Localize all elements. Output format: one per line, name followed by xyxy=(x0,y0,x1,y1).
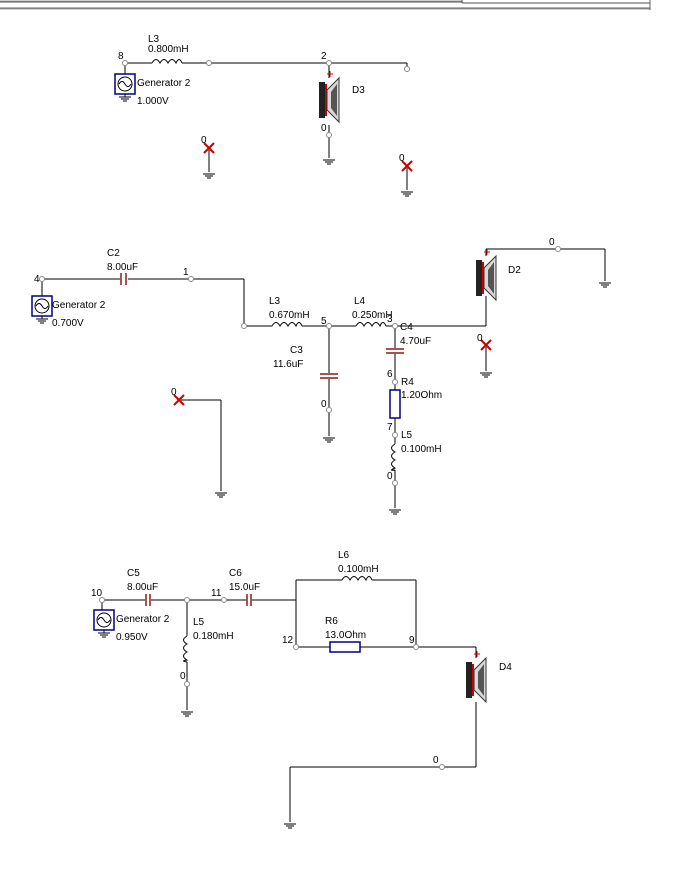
capacitor-c6[interactable] xyxy=(246,594,252,606)
c5-name: C5 xyxy=(127,568,140,579)
generator-value: 0.700V xyxy=(52,318,84,329)
generator-name: Generator 2 xyxy=(52,300,106,311)
inductor-l5[interactable] xyxy=(183,635,189,663)
resistor-r6[interactable] xyxy=(329,641,361,653)
circuit-1: L3 0.800mH 8 2 Generator 2 1.000V D3 0 0… xyxy=(114,34,414,197)
speaker-d3-label: D3 xyxy=(352,85,365,96)
node-0: 0 xyxy=(433,755,439,766)
node-2: 2 xyxy=(321,51,327,62)
ground-icon xyxy=(283,823,297,829)
circuit-2: C2 8.00uF 4 1 Generator 2 0.700V L3 0.67… xyxy=(31,237,612,515)
c4-value: 4.70uF xyxy=(400,336,431,347)
node-0: 0 xyxy=(387,471,393,482)
c3-name: C3 xyxy=(290,345,303,356)
node-0: 0 xyxy=(477,333,483,344)
capacitor-c2[interactable] xyxy=(120,273,127,285)
r6-name: R6 xyxy=(325,616,338,627)
node-0: 0 xyxy=(171,387,177,398)
node-4: 4 xyxy=(34,274,40,285)
r6-value: 13.0Ohm xyxy=(325,630,366,641)
inductor-l3[interactable] xyxy=(151,59,183,65)
loudspeaker-icon[interactable] xyxy=(465,650,487,703)
ground-icon xyxy=(180,711,194,717)
node-10: 10 xyxy=(91,588,103,599)
generator-value: 0.950V xyxy=(116,632,148,643)
speaker-d2-label: D2 xyxy=(508,265,521,276)
l6-name: L6 xyxy=(338,550,350,561)
c2-value: 8.00uF xyxy=(107,262,138,273)
speaker-d4-label: D4 xyxy=(499,662,512,673)
ground-icon xyxy=(598,282,612,288)
l5-value: 0.100mH xyxy=(401,444,442,455)
l5-name: L5 xyxy=(401,430,413,441)
ac-source-icon[interactable] xyxy=(31,295,53,324)
node-0: 0 xyxy=(399,153,405,164)
ac-source-icon[interactable] xyxy=(93,609,115,638)
node-3: 3 xyxy=(387,314,393,325)
l3-value: 0.670mH xyxy=(269,310,310,321)
node-1: 1 xyxy=(183,267,189,278)
node-12: 12 xyxy=(282,635,294,646)
loudspeaker-icon[interactable] xyxy=(318,70,340,123)
l3-name: L3 xyxy=(148,34,160,45)
capacitor-c5[interactable] xyxy=(145,594,151,606)
l3-value: 0.800mH xyxy=(148,44,189,55)
node-7: 7 xyxy=(387,422,393,433)
l6-value: 0.100mH xyxy=(338,564,379,575)
capacitor-c4[interactable] xyxy=(386,348,404,354)
l5-name: L5 xyxy=(193,617,205,628)
capacitor-c3[interactable] xyxy=(320,373,338,379)
c6-name: C6 xyxy=(229,568,242,579)
l4-name: L4 xyxy=(354,296,366,307)
inductor-l5[interactable] xyxy=(391,443,397,471)
c4-name: C4 xyxy=(400,322,413,333)
ground-icon xyxy=(322,437,336,443)
ground-icon xyxy=(214,492,228,498)
c3-value: 11.6uF xyxy=(273,359,303,370)
generator-name: Generator 2 xyxy=(116,614,170,625)
ac-source-icon[interactable] xyxy=(114,73,136,102)
node-9: 9 xyxy=(409,635,415,646)
node-0: 0 xyxy=(321,399,327,410)
inductor-l4[interactable] xyxy=(355,322,387,328)
node-0: 0 xyxy=(549,237,555,248)
ground-icon xyxy=(388,509,402,515)
generator-value: 1.000V xyxy=(137,96,169,107)
node-0: 0 xyxy=(180,671,186,682)
circuit-3: 10 C5 8.00uF 11 C6 15.0uF Generator 2 0.… xyxy=(91,550,512,829)
resistor-r4[interactable] xyxy=(389,389,401,419)
ground-icon xyxy=(202,173,216,179)
node-6: 6 xyxy=(387,369,393,380)
loudspeaker-icon[interactable] xyxy=(475,248,497,301)
ground-icon xyxy=(479,372,493,378)
c6-value: 15.0uF xyxy=(229,582,260,593)
window-top-edge xyxy=(0,0,651,10)
c2-name: C2 xyxy=(107,248,120,259)
l4-value: 0.250mH xyxy=(352,310,393,321)
node-11: 11 xyxy=(211,588,222,599)
node-0: 0 xyxy=(201,135,207,146)
node-5: 5 xyxy=(321,316,327,327)
node-8: 8 xyxy=(118,51,124,62)
l5-value: 0.180mH xyxy=(193,631,234,642)
inductor-l3[interactable] xyxy=(271,322,303,328)
ground-icon xyxy=(322,159,336,165)
ground-icon xyxy=(400,191,414,197)
generator-name: Generator 2 xyxy=(137,78,191,89)
node-0: 0 xyxy=(321,123,327,134)
l3-name: L3 xyxy=(269,296,281,307)
r4-name: R4 xyxy=(401,377,414,388)
c5-value: 8.00uF xyxy=(127,582,158,593)
r4-value: 1.20Ohm xyxy=(401,390,442,401)
inductor-l6[interactable] xyxy=(341,576,373,582)
